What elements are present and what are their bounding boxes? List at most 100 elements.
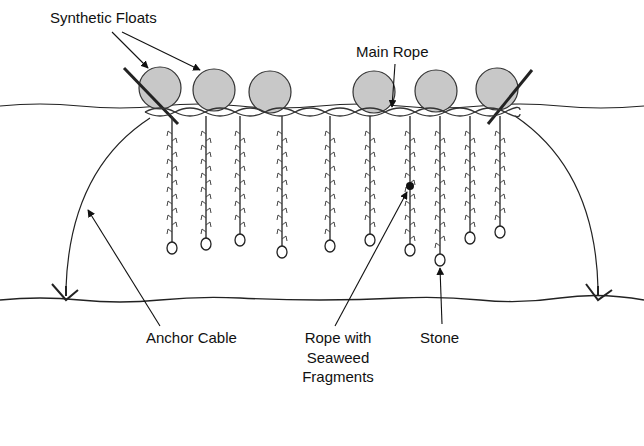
seaweed-fragment bbox=[206, 166, 211, 171]
rope bbox=[329, 116, 330, 242]
seaweed-fragment bbox=[172, 194, 177, 199]
seaweed-fragment bbox=[500, 208, 505, 213]
seaweed-fragment bbox=[235, 159, 240, 164]
seaweed-fragment bbox=[405, 215, 410, 220]
seaweed-fragment bbox=[201, 215, 206, 220]
seaweed-fragment bbox=[277, 229, 282, 234]
seaweed-fragment bbox=[465, 159, 470, 164]
synthetic-floats bbox=[139, 67, 518, 113]
rope bbox=[439, 116, 440, 256]
seaweed-fragment bbox=[495, 201, 500, 206]
seaweed-fragment bbox=[277, 187, 282, 192]
seaweed-fragment bbox=[470, 152, 475, 157]
seaweed-fragment bbox=[172, 208, 177, 213]
seaweed-fragment bbox=[325, 159, 330, 164]
seaweed-fragment bbox=[470, 166, 475, 171]
stone bbox=[435, 254, 445, 266]
seaweed-fragment bbox=[370, 180, 375, 185]
seaweed-fragment bbox=[465, 131, 470, 136]
seaweed-fragment bbox=[470, 194, 475, 199]
seaweed-fragment bbox=[500, 166, 505, 171]
seaweed-fragment bbox=[172, 222, 177, 227]
seaweed-fragment bbox=[282, 166, 287, 171]
seaweed-fragment bbox=[235, 173, 240, 178]
water-surface bbox=[0, 104, 644, 108]
seaweed-fragment bbox=[235, 187, 240, 192]
seaweed-fragment bbox=[172, 166, 177, 171]
seaweed-fragment bbox=[370, 208, 375, 213]
seaweed-fragment bbox=[282, 138, 287, 143]
seaweed-fragment bbox=[410, 138, 415, 143]
seaweed-fragment bbox=[201, 159, 206, 164]
seaweed-fragment bbox=[470, 222, 475, 227]
seaweed-fragment bbox=[240, 138, 245, 143]
seaweed-fragment bbox=[277, 159, 282, 164]
leader-lines bbox=[88, 32, 442, 326]
rope bbox=[409, 116, 410, 246]
seaweed-fragment bbox=[365, 131, 370, 136]
seaweed-fragment bbox=[240, 194, 245, 199]
seaweed-fragment bbox=[435, 131, 440, 136]
seaweed-fragment bbox=[435, 145, 440, 150]
seaweed-fragment bbox=[325, 131, 330, 136]
seaweed-fragment bbox=[325, 201, 330, 206]
seaweed-fragment bbox=[410, 166, 415, 171]
seaweed-fragment bbox=[370, 138, 375, 143]
seaweed-fragment bbox=[365, 145, 370, 150]
seaweed-fragment bbox=[325, 145, 330, 150]
seaweed-fragment bbox=[365, 187, 370, 192]
seaweed-fragment bbox=[330, 208, 335, 213]
seaweed-fragment bbox=[235, 131, 240, 136]
seaweed-fragment bbox=[201, 131, 206, 136]
seaweed-fragment bbox=[282, 180, 287, 185]
seaweed-fragment bbox=[495, 173, 500, 178]
stone bbox=[405, 244, 415, 256]
seaweed-fragment bbox=[465, 201, 470, 206]
seaweed-fragment bbox=[240, 166, 245, 171]
seaweed-fragment bbox=[440, 236, 445, 241]
seaweed-fragment bbox=[206, 208, 211, 213]
seaweed-fragment bbox=[282, 208, 287, 213]
seaweed-fragment bbox=[410, 152, 415, 157]
seaweed-fragment bbox=[495, 131, 500, 136]
seaweed-fragment bbox=[365, 159, 370, 164]
seaweed-fragment bbox=[172, 138, 177, 143]
seaweed-fragment bbox=[405, 131, 410, 136]
seaweed-dot bbox=[406, 182, 414, 190]
seaweed-fragment bbox=[330, 166, 335, 171]
seaweed-fragment bbox=[440, 138, 445, 143]
seaweed-fragment bbox=[405, 173, 410, 178]
seaweed-fragment bbox=[405, 145, 410, 150]
seaweed-fragment bbox=[172, 180, 177, 185]
part-label: Stone bbox=[420, 328, 490, 348]
part-label: Rope with Seaweed Fragments bbox=[290, 328, 386, 387]
seaweed-fragment bbox=[500, 152, 505, 157]
seaweed-fragment bbox=[201, 173, 206, 178]
seaweed-fragment bbox=[167, 187, 172, 192]
seaweed-fragment bbox=[410, 222, 415, 227]
seaweed-fragment bbox=[495, 159, 500, 164]
seaweed-fragment bbox=[435, 201, 440, 206]
anchor bbox=[586, 284, 612, 300]
seaweed-fragment bbox=[167, 201, 172, 206]
seaweed-fragment bbox=[277, 215, 282, 220]
seaweed-fragment bbox=[405, 201, 410, 206]
seaweed-fragment bbox=[330, 152, 335, 157]
seaweed-fragment bbox=[172, 152, 177, 157]
seaweed-fragment bbox=[365, 215, 370, 220]
seaweed-fragment bbox=[325, 229, 330, 234]
seaweed-fragment bbox=[470, 208, 475, 213]
seaweed-fragment bbox=[500, 180, 505, 185]
rope bbox=[205, 116, 206, 240]
seaweed-fragment bbox=[440, 180, 445, 185]
seaweed-fragment bbox=[495, 215, 500, 220]
stone bbox=[495, 226, 505, 238]
part-label: Anchor Cable bbox=[146, 328, 276, 348]
seaweed-fragment bbox=[495, 145, 500, 150]
seaweed-fragment bbox=[370, 166, 375, 171]
seaweed-fragment bbox=[167, 131, 172, 136]
seaweed-fragment bbox=[405, 159, 410, 164]
seaweed-fragment bbox=[435, 243, 440, 248]
seaweed-fragment bbox=[440, 152, 445, 157]
seaweed-fragment bbox=[282, 194, 287, 199]
